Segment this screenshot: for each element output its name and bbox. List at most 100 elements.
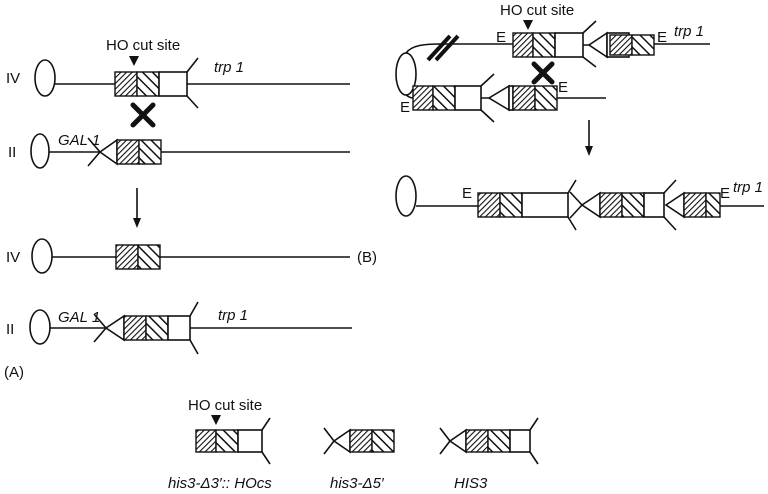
striped-segment <box>432 85 456 111</box>
hatched-segment <box>195 429 217 453</box>
hatched-segment <box>683 192 707 218</box>
open-segment <box>454 85 482 111</box>
ho-cut-site-label: HO cut site <box>106 37 180 54</box>
element-e-label: E <box>657 29 667 46</box>
open-segment <box>643 192 665 218</box>
legend-item-his3-d3-hocs: his3-Δ3′:: HOcs <box>168 417 272 492</box>
striped-segment <box>532 32 556 58</box>
crossover-x-icon <box>130 102 156 128</box>
open-segment <box>158 71 188 97</box>
gene-end-ticks <box>87 137 101 167</box>
open-segment <box>237 429 263 453</box>
gene-end-ticks <box>529 417 539 465</box>
hatched-segment <box>349 429 373 453</box>
legend: HO cut site his3-Δ3′:: HOcs his3-Δ5′ HIS… <box>168 397 539 492</box>
element-e-label: E <box>720 185 730 202</box>
gene-label-trp1: trp 1 <box>674 23 704 40</box>
cut-arrow-icon <box>211 415 221 425</box>
panel-label-b: (B) <box>357 249 377 266</box>
arrow-down-icon <box>133 218 141 228</box>
cut-arrow-icon <box>129 56 139 66</box>
panel-a-result-iv: IV <box>6 238 350 274</box>
arrow-tip-segment <box>448 428 467 454</box>
striped-segment <box>371 429 395 453</box>
panel-label-a: (A) <box>4 364 24 381</box>
chromosome-label-iv: IV <box>6 249 20 266</box>
gene-end-ticks <box>189 301 199 355</box>
striped-segment <box>621 192 645 218</box>
centromere-icon <box>395 175 417 217</box>
striped-segment <box>534 85 558 111</box>
arrow-tip-segment <box>104 314 125 342</box>
striped-segment <box>145 315 169 341</box>
striped-segment <box>631 34 655 56</box>
crossover-x-icon <box>531 61 555 85</box>
hatched-segment <box>115 244 139 270</box>
hatched-segment <box>114 71 138 97</box>
panel-b: HO cut site E E trp 1 E E <box>357 2 764 266</box>
open-segment <box>509 429 531 453</box>
hatched-segment <box>465 429 489 453</box>
legend-item-his3: HIS3 <box>439 417 539 492</box>
gene-end-ticks <box>261 417 271 465</box>
element-e-label: E <box>400 99 410 116</box>
ho-cut-site-label: HO cut site <box>188 397 262 414</box>
striped-segment <box>487 429 511 453</box>
legend-label: HIS3 <box>454 475 488 492</box>
panel-b-result: E E trp 1 <box>395 175 764 231</box>
break-marks-icon <box>426 34 460 62</box>
gene-label-trp1: trp 1 <box>214 59 244 76</box>
arrow-tip-segment <box>487 84 510 112</box>
hatched-segment <box>123 315 147 341</box>
panel-a-chromosome-iv: IV HO cut site trp 1 <box>6 37 350 109</box>
gene-end-ticks <box>186 57 199 109</box>
legend-label: his3-Δ3′:: HOcs <box>168 475 272 492</box>
striped-segment <box>137 244 161 270</box>
arrow-tip-segment <box>664 191 685 219</box>
striped-segment <box>499 192 523 218</box>
element-e-label: E <box>462 185 472 202</box>
ho-cut-site-label: HO cut site <box>500 2 574 19</box>
gene-end-ticks <box>480 73 495 123</box>
gene-label-gal1: GAL 1 <box>58 309 100 326</box>
centromere-icon <box>29 309 51 345</box>
open-segment <box>167 315 191 341</box>
gene-end-ticks <box>567 179 577 231</box>
gene-end-ticks <box>663 179 677 231</box>
hatched-segment <box>512 85 536 111</box>
hatched-segment <box>609 34 633 56</box>
arrow-tip-segment <box>580 191 601 219</box>
arrow-tip-segment <box>98 138 118 166</box>
gene-label-gal1: GAL 1 <box>58 132 100 149</box>
open-segment <box>521 192 569 218</box>
hatched-segment <box>599 192 623 218</box>
striped-segment <box>705 192 721 218</box>
gene-end-ticks <box>582 20 597 68</box>
striped-segment <box>138 139 162 165</box>
arrow-tip-segment <box>587 31 608 59</box>
gene-label-trp1: trp 1 <box>218 307 248 324</box>
panel-a-result-ii: II GAL 1 trp 1 <box>6 301 352 355</box>
gene-end-ticks <box>93 313 107 343</box>
striped-segment <box>215 429 239 453</box>
legend-label: his3-Δ5′ <box>330 475 385 492</box>
striped-segment <box>136 71 160 97</box>
element-e-label: E <box>558 79 568 96</box>
arrow-tip-segment <box>332 428 351 454</box>
open-segment <box>554 32 584 58</box>
chromosome-label-ii: II <box>8 144 16 161</box>
gene-end-ticks <box>569 191 583 219</box>
hatched-segment <box>412 85 434 111</box>
element-e-label: E <box>496 29 506 46</box>
gene-label-trp1: trp 1 <box>733 179 763 196</box>
centromere-icon <box>30 133 50 169</box>
gene-end-ticks <box>323 427 335 455</box>
centromere-icon <box>34 59 56 97</box>
cut-arrow-icon <box>523 20 533 30</box>
panel-a-chromosome-ii: II GAL 1 <box>8 132 350 169</box>
hatched-segment <box>512 32 534 58</box>
chromosome-label-ii: II <box>6 321 14 338</box>
chromosome-label-iv: IV <box>6 70 20 87</box>
centromere-icon <box>31 238 53 274</box>
